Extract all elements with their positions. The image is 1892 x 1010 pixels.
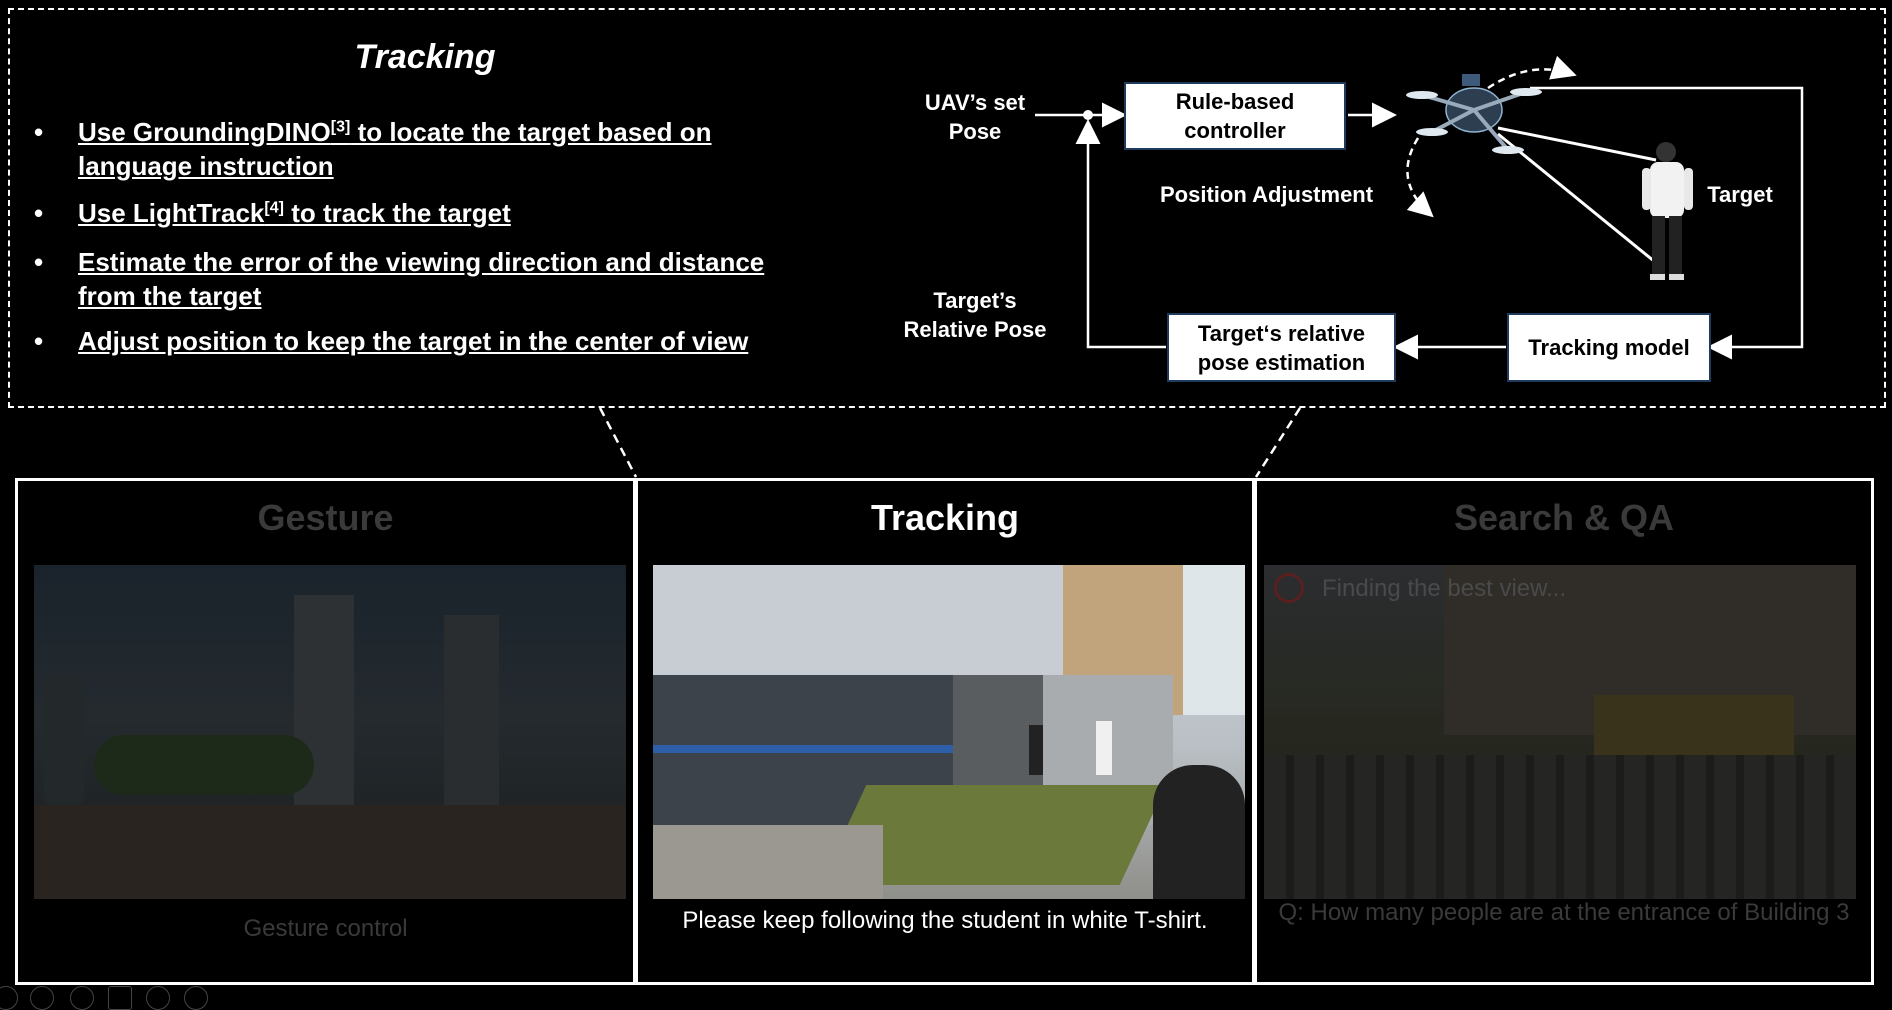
uav-set-pose-label: UAV’s set Pose bbox=[900, 88, 1050, 146]
nav-next-icon[interactable] bbox=[70, 986, 94, 1010]
tracking-model-box: Tracking model bbox=[1507, 313, 1711, 382]
tracking-video-frame bbox=[653, 565, 1245, 899]
bullet-line: Use GroundingDINO[3] to locate the targe… bbox=[78, 115, 712, 149]
tiled-plaza bbox=[1264, 755, 1856, 899]
search-video-frame: Finding the best view... bbox=[1264, 565, 1856, 899]
tracking-heading: Tracking bbox=[354, 38, 496, 76]
panel-search-qa: Search & QA Finding the best view... Q: … bbox=[1254, 478, 1874, 985]
bullet-text-pre: Use LightTrack bbox=[78, 198, 265, 228]
pillar bbox=[444, 615, 499, 815]
label-line: Target’s bbox=[933, 288, 1017, 313]
bullet-dot: • bbox=[34, 198, 44, 228]
panel-gesture: Gesture Gesture control bbox=[15, 478, 636, 985]
arrow-drone-to-tracking bbox=[1530, 86, 1804, 360]
target-label: Target bbox=[1707, 182, 1773, 207]
summing-junction bbox=[1083, 110, 1093, 120]
position-adjustment-label: Position Adjustment bbox=[1160, 182, 1374, 207]
nav-zoom-icon[interactable] bbox=[146, 986, 170, 1010]
label-line: Pose bbox=[948, 119, 1002, 144]
view-line-top bbox=[1497, 126, 1657, 162]
citation: [4] bbox=[264, 199, 284, 217]
view-line-bottom bbox=[1497, 132, 1661, 268]
floor bbox=[34, 805, 626, 899]
building-facade bbox=[653, 565, 1063, 675]
nav-slides-icon[interactable] bbox=[108, 986, 132, 1010]
label-line: Relative Pose bbox=[903, 317, 1047, 342]
zoom-line-right bbox=[1254, 407, 1302, 478]
nav-play-icon[interactable] bbox=[30, 986, 54, 1010]
bushes bbox=[94, 735, 314, 795]
entrance bbox=[1594, 695, 1794, 755]
bullet-line: Adjust position to keep the target in th… bbox=[78, 326, 749, 356]
bullet-dot: • bbox=[34, 117, 44, 147]
gesture-video-frame bbox=[34, 565, 626, 899]
pillar bbox=[294, 595, 354, 825]
bullet-line: Use LightTrack[4] to track the target bbox=[78, 196, 511, 230]
bullet-dot: • bbox=[34, 247, 44, 277]
bullet-item-estimate: • Estimate the error of the viewing dire… bbox=[34, 245, 834, 315]
nav-prev-icon[interactable] bbox=[0, 986, 18, 1010]
panel-title: Gesture bbox=[257, 497, 394, 538]
box-line: pose estimation bbox=[1197, 349, 1366, 375]
bullet-text-post: to locate the target based on bbox=[350, 117, 712, 147]
sky bbox=[1183, 565, 1245, 715]
pose-estimation-box: Target‘s relative pose estimation bbox=[1167, 313, 1396, 382]
zoom-line-left bbox=[598, 407, 638, 478]
student-white-tshirt bbox=[1096, 721, 1112, 775]
target-person-icon bbox=[1642, 142, 1693, 280]
bullet-text-post: to track the target bbox=[283, 198, 511, 228]
box-line: Target‘s relative bbox=[1197, 320, 1366, 346]
status-overlay: Finding the best view... bbox=[1322, 575, 1567, 602]
bullet-dot: • bbox=[34, 326, 44, 356]
pavement bbox=[653, 825, 883, 899]
rule-based-controller-box: Rule-based controller bbox=[1124, 82, 1346, 150]
box-line: controller bbox=[1184, 118, 1286, 143]
box-line: Rule-based bbox=[1175, 89, 1295, 114]
label-line: UAV’s set bbox=[924, 90, 1026, 115]
bullet-line-2: from the target bbox=[78, 281, 262, 311]
bullet-item-adjust: • Adjust position to keep the target in … bbox=[34, 324, 834, 360]
panel-caption: Please keep following the student in whi… bbox=[682, 907, 1208, 934]
bullet-line: Estimate the error of the viewing direct… bbox=[78, 247, 765, 277]
bullet-item-grounding: • Use GroundingDINO[3] to locate the tar… bbox=[34, 115, 834, 185]
pause-icon bbox=[1274, 573, 1304, 603]
panel-tracking: Tracking Please keep following the stude… bbox=[635, 478, 1255, 985]
arrow-feedback bbox=[1075, 119, 1166, 349]
motion-arc-side bbox=[1406, 137, 1434, 218]
person bbox=[44, 675, 84, 805]
bullet-line-2: language instruction bbox=[78, 151, 334, 181]
tracking-detail-frame bbox=[8, 8, 1886, 408]
person bbox=[1029, 725, 1043, 775]
drone-icon bbox=[1406, 74, 1542, 154]
blue-band bbox=[653, 745, 953, 753]
nav-more-icon[interactable] bbox=[184, 986, 208, 1010]
bullet-item-lighttrack: • Use LightTrack[4] to track the target bbox=[34, 196, 834, 232]
citation: [3] bbox=[330, 118, 351, 136]
panel-title: Tracking bbox=[870, 497, 1020, 538]
panel-title: Search & QA bbox=[1453, 497, 1675, 538]
panel-caption: Q: How many people are at the entrance o… bbox=[1278, 899, 1850, 926]
target-relative-pose-label: Target’s Relative Pose bbox=[890, 286, 1060, 344]
bullet-text-pre: Use GroundingDINO bbox=[78, 117, 331, 147]
observer-person bbox=[1153, 765, 1245, 899]
panel-caption: Gesture control bbox=[243, 915, 408, 942]
